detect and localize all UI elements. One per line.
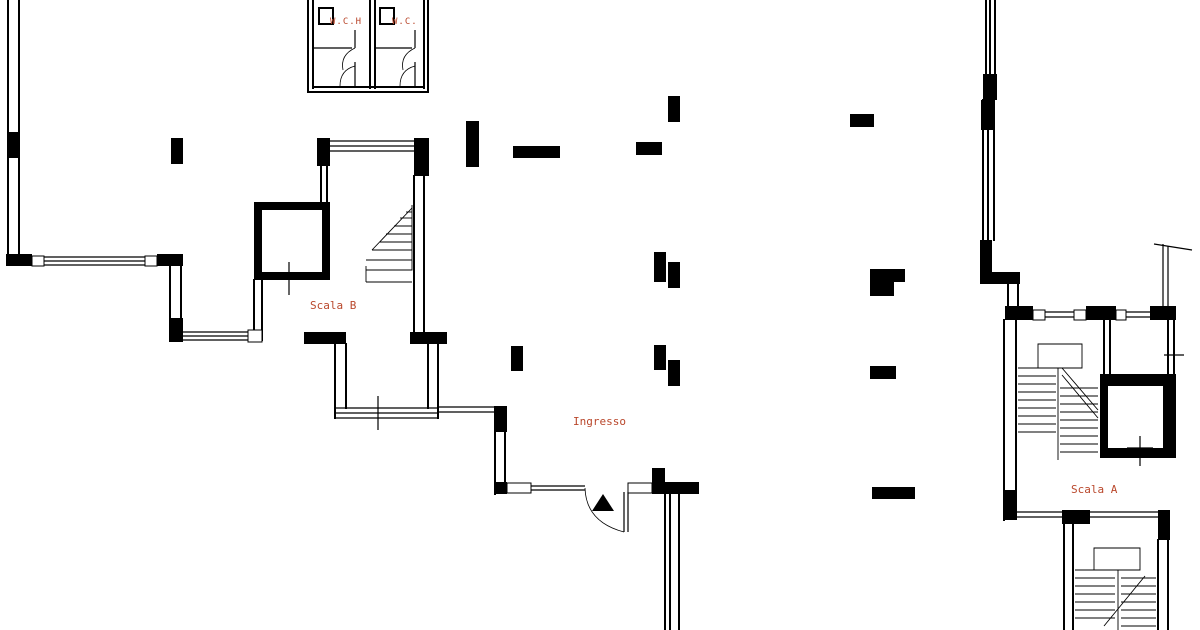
wc-h-label: W.C.H bbox=[330, 17, 362, 27]
wc-block: W.C.H W.C. bbox=[307, 0, 429, 93]
scala-b-core: Scala B bbox=[247, 138, 447, 430]
ingresso-label: Ingresso bbox=[573, 415, 626, 428]
ingresso-walls: Ingresso bbox=[438, 406, 699, 630]
triangle-up-icon bbox=[592, 494, 614, 511]
left-outer-wall bbox=[6, 0, 250, 342]
columns bbox=[171, 96, 915, 499]
scala-a-core: Scala A bbox=[1003, 306, 1184, 630]
wc-label: W.C. bbox=[392, 17, 418, 27]
scala-b-label: Scala B bbox=[310, 299, 357, 312]
scala-a-label: Scala A bbox=[1071, 483, 1118, 496]
right-wall bbox=[980, 0, 1193, 310]
